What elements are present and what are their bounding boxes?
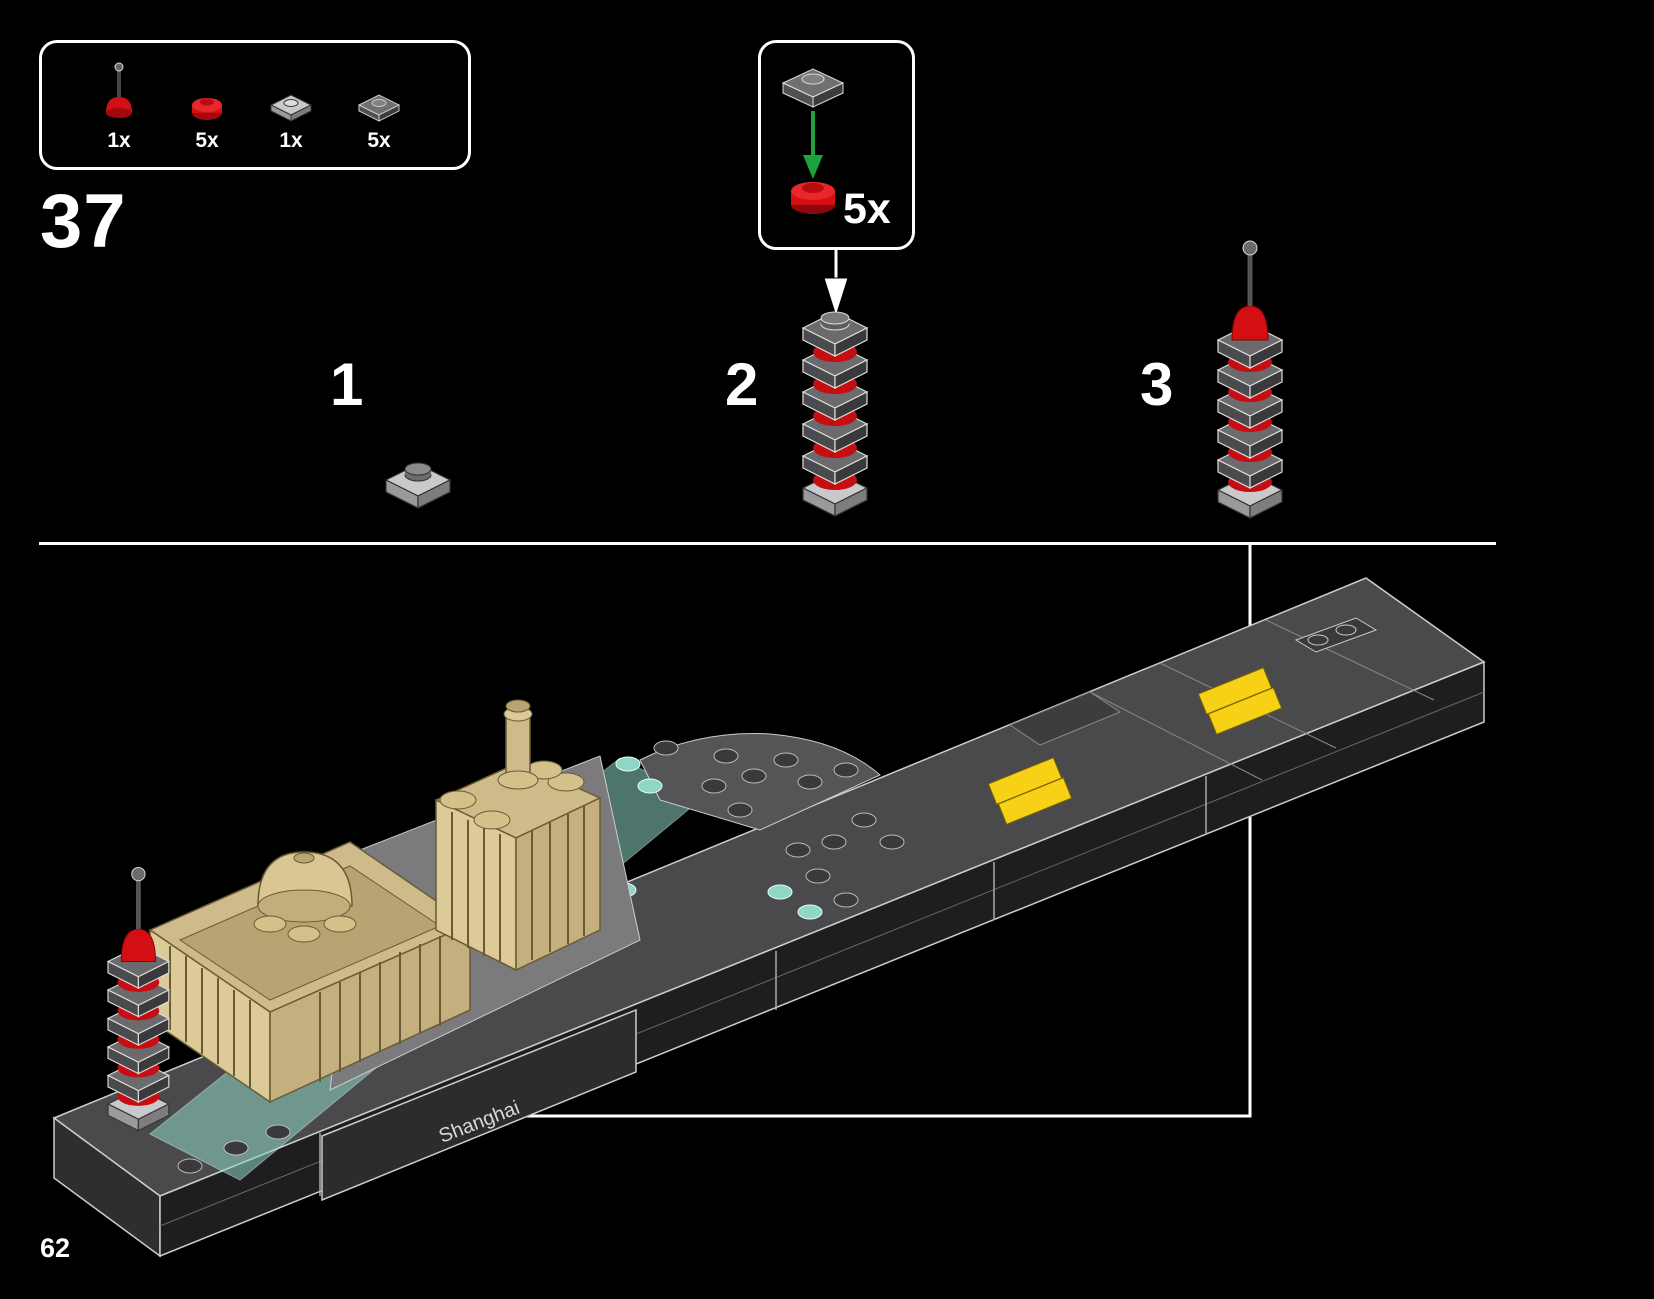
red-round-plate-icon xyxy=(192,98,222,120)
light-gray-plate-icon xyxy=(269,94,313,122)
part-quantity: 1x xyxy=(279,129,303,152)
dark-gray-plate-icon xyxy=(357,94,401,122)
step-number: 37 xyxy=(40,179,127,264)
subassembly-callout: 5x xyxy=(758,40,915,250)
page-number: 62 xyxy=(40,1233,71,1263)
parts-list-item: 1x xyxy=(256,61,326,161)
skyline-model: Shanghai xyxy=(52,577,1486,1258)
antenna-on-red-dome-icon xyxy=(106,62,132,118)
parts-list-item: 1x xyxy=(84,61,154,161)
part-quantity: 5x xyxy=(195,129,219,152)
step1-light-gray-plate xyxy=(384,462,452,509)
substep-number-3: 3 xyxy=(1140,351,1174,418)
part-quantity: 5x xyxy=(367,129,391,152)
parts-list-item: 5x xyxy=(172,61,242,161)
step3-tower xyxy=(1216,240,1284,519)
substep-number-1: 1 xyxy=(330,351,364,418)
callout-quantity: 5x xyxy=(843,185,891,233)
plate-on-round-plate-icon xyxy=(781,68,845,214)
step2-stack xyxy=(801,311,869,517)
substep-number-2: 2 xyxy=(725,351,759,418)
parts-list-item: 5x xyxy=(344,61,414,161)
parts-list-box: 1x 5x 1x 5x xyxy=(39,40,471,170)
part-quantity: 1x xyxy=(107,129,131,152)
